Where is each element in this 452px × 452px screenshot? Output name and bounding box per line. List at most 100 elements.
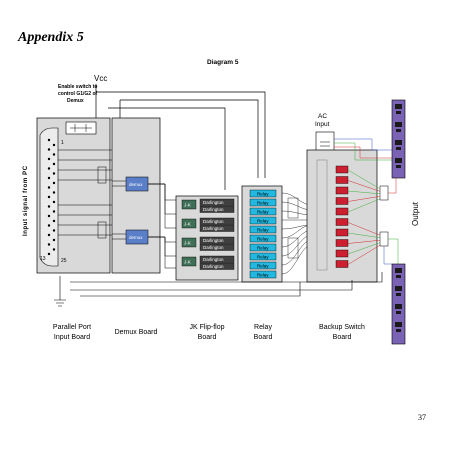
outlet-socket bbox=[396, 329, 401, 332]
parallel-port-board: 1 13 25 bbox=[36, 117, 112, 274]
relay-chip bbox=[249, 243, 277, 252]
db25-pin bbox=[47, 138, 51, 142]
outlet-socket bbox=[395, 286, 402, 291]
caption-parallel-port-1: Parallel Port bbox=[53, 324, 91, 331]
relay-chip-label: Relay bbox=[257, 245, 269, 250]
switch-to-output-wire bbox=[347, 190, 383, 195]
db25-pin bbox=[47, 224, 51, 227]
outlet-socket bbox=[396, 293, 401, 296]
db25-pin bbox=[47, 205, 51, 208]
pin-1-label: 1 bbox=[61, 140, 64, 146]
jk-chip-label: J-K bbox=[184, 222, 191, 227]
outlet-socket bbox=[396, 147, 401, 150]
relay-chip-label: Relay bbox=[257, 191, 269, 196]
outlet-socket bbox=[395, 268, 402, 273]
ac-input-label-1: AC bbox=[318, 113, 327, 120]
db25-pin bbox=[52, 238, 56, 242]
caption-parallel-port-2: Input Board bbox=[54, 334, 90, 341]
pin-25-label: 25 bbox=[61, 258, 67, 264]
outlet-socket bbox=[396, 129, 401, 132]
darlington-chip bbox=[199, 262, 235, 270]
jk-chip-label: J-K bbox=[184, 260, 191, 265]
backup-switch bbox=[335, 239, 349, 247]
relay-chip bbox=[249, 198, 277, 207]
pin-13-label: 13 bbox=[40, 256, 46, 262]
relay-chip-label: Relay bbox=[257, 218, 269, 223]
db25-pins bbox=[47, 138, 56, 256]
outlet-socket bbox=[395, 304, 402, 309]
backup-switches bbox=[316, 159, 349, 271]
outlet-sockets-bottom bbox=[395, 268, 402, 332]
demux-board-panel bbox=[111, 117, 161, 274]
junction-to-strip-wire bbox=[388, 238, 399, 264]
relay-chip bbox=[249, 225, 277, 234]
db25-pin bbox=[47, 157, 51, 161]
switch-to-output-wire bbox=[347, 222, 383, 237]
darlington-chip bbox=[199, 243, 235, 251]
relay-chip bbox=[249, 234, 277, 243]
vcc-label: Vcc bbox=[94, 74, 107, 83]
enable-note-line-1: Enable switch to bbox=[58, 84, 97, 90]
darlington-chip-label: Darlington bbox=[203, 238, 224, 243]
db25-pin bbox=[47, 214, 51, 218]
db25-pin bbox=[52, 153, 56, 156]
relay-chip-label: Relay bbox=[257, 227, 269, 232]
relay-chip bbox=[249, 207, 277, 216]
darlington-chip bbox=[199, 217, 235, 225]
ac-input-label-2: Input bbox=[315, 121, 330, 128]
enable-note-line-3: Demux bbox=[67, 98, 84, 104]
switch-to-output-wire bbox=[347, 239, 383, 244]
caption-jk-1: JK Flip-flop bbox=[189, 324, 224, 331]
jk-chip bbox=[181, 199, 197, 210]
backup-switch bbox=[335, 228, 349, 237]
db25-pin bbox=[47, 176, 51, 180]
db25-pin bbox=[52, 143, 56, 147]
demux-chip-lower-label: demux bbox=[129, 235, 143, 240]
darlington-chip-label: Darlington bbox=[203, 219, 224, 224]
caption-backup-1: Backup Switch bbox=[319, 324, 365, 331]
demux-board: demux demux bbox=[111, 117, 176, 274]
db25-pin bbox=[52, 229, 56, 232]
db25-pin bbox=[52, 162, 56, 166]
darlington-chip-label: Darlington bbox=[203, 245, 224, 250]
jk-chip bbox=[181, 237, 197, 248]
relay-chip-rows: RelayRelayRelayRelayRelayRelayRelayRelay… bbox=[249, 189, 277, 279]
db25-pin bbox=[47, 233, 51, 237]
backup-switch bbox=[335, 176, 349, 184]
backup-switch bbox=[335, 218, 349, 226]
outlet-socket bbox=[395, 104, 402, 109]
backup-bus bbox=[316, 159, 328, 271]
board-captions: Parallel Port Input Board Demux Board JK… bbox=[53, 324, 365, 341]
darlington-chip bbox=[199, 236, 235, 244]
db25-pin bbox=[47, 148, 51, 151]
darlington-chip-label: Darlington bbox=[203, 207, 224, 212]
blue-wire bbox=[334, 138, 392, 151]
jk-chip bbox=[181, 256, 197, 267]
relay-chip bbox=[249, 252, 277, 261]
db25-pin bbox=[47, 195, 51, 199]
switch-to-output-wire bbox=[347, 243, 383, 265]
relay-board: RelayRelayRelayRelayRelayRelayRelayRelay… bbox=[241, 185, 283, 283]
demux-signal-lines bbox=[112, 180, 176, 269]
port-latch bbox=[97, 166, 107, 184]
junction-to-strip-wire bbox=[383, 246, 392, 265]
backup-switch bbox=[335, 165, 349, 174]
darlington-chip bbox=[199, 198, 235, 206]
darlington-chip-label: Darlington bbox=[203, 264, 224, 269]
db25-pin bbox=[47, 243, 51, 246]
caption-jk-2: Board bbox=[198, 334, 217, 341]
switch-to-output-wire bbox=[347, 197, 383, 213]
switch-to-output-wire bbox=[347, 169, 383, 191]
caption-demux: Demux Board bbox=[115, 329, 158, 336]
output-strip-bottom bbox=[391, 263, 406, 345]
caption-backup-2: Board bbox=[333, 334, 352, 341]
diagram-title: Diagram 5 bbox=[207, 59, 239, 66]
ground-bus bbox=[54, 272, 383, 307]
backup-switch bbox=[335, 249, 349, 258]
backup-switch bbox=[335, 197, 349, 205]
vcc-rail bbox=[95, 84, 266, 190]
backup-switch-board bbox=[306, 138, 399, 283]
db25-pin bbox=[47, 186, 51, 189]
